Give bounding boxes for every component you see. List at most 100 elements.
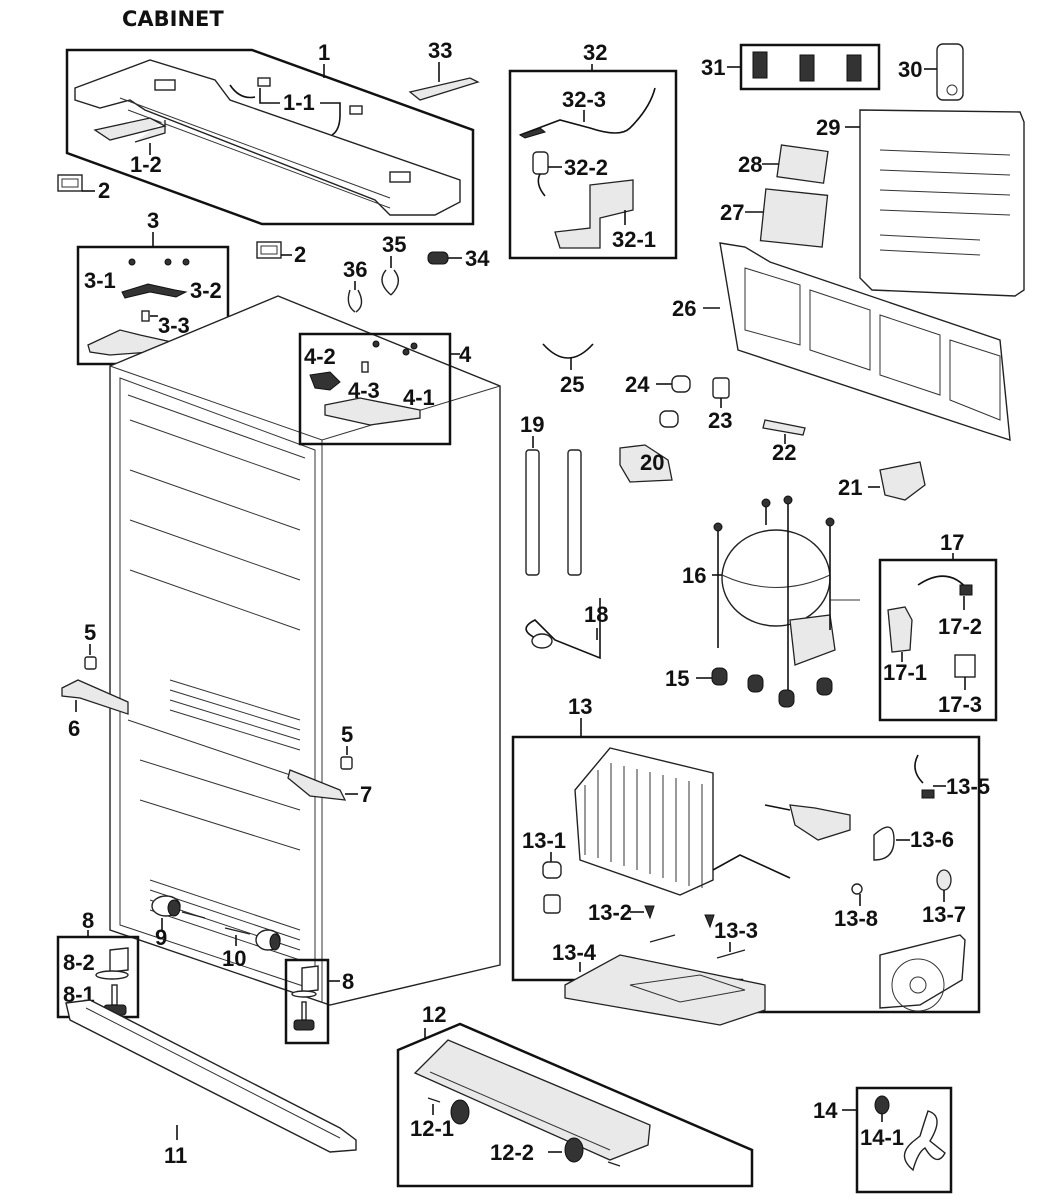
label-30: 30 [898,57,922,82]
part-1-top-cover-group: 1 1-1 1-2 [65,40,475,226]
label-4-1: 4-1 [403,385,435,410]
part-25-wire [542,343,594,359]
label-13-3: 13-3 [714,918,758,943]
part-17-box [878,558,998,722]
label-6: 6 [68,716,80,741]
cabinet-outer [109,295,501,1006]
part-13-2-screw [644,905,655,920]
part-8-leg-group-right: 8 [284,958,354,1045]
part-1-box [65,48,475,226]
label-34: 34 [465,246,490,271]
part-13-coil-fins [584,763,703,888]
label-24: 24 [625,372,650,397]
label-7: 7 [360,782,372,807]
label-13-7: 13-7 [922,902,966,927]
part-12-box [396,1022,754,1188]
part-24-bushing [671,375,691,393]
part-32-power-cord-group: 32 32-3 32-2 32-1 [508,40,678,260]
label-5-left: 5 [84,620,96,645]
part-4-box [298,332,452,446]
part-31-clip-2 [799,54,815,82]
label-13-1: 13-1 [522,828,566,853]
part-26-vents [744,267,1001,421]
diagram-title: CABINET [122,7,224,31]
label-9: 9 [155,925,167,950]
part-31-clip-3 [846,54,862,82]
part-13-fan-housing [879,934,966,1009]
label-19: 19 [520,412,544,437]
part-29-label-panel [859,109,1025,297]
part-22-bracket [762,419,806,436]
part-8-box-right [284,958,330,1045]
part-7-hinge [287,769,347,801]
part-36-clip [347,289,363,313]
label-12: 12 [422,1002,446,1027]
part-4-3-block [361,361,369,373]
part-32-box [508,69,678,260]
fridge-floor [169,679,301,751]
parts-27-28-group: 28 27 [720,144,829,248]
part-1-2-bracket [93,117,167,143]
label-31: 31 [701,55,725,80]
part-13-8-clip [851,883,863,895]
part-10-pin [224,927,251,935]
label-17-1: 17-1 [883,660,927,685]
part-31-group: 31 [701,43,881,91]
part-18-group: 18 [525,598,608,660]
part-5-right-cap [340,756,353,770]
part-31-clip-1 [752,51,768,79]
label-3: 3 [147,208,159,233]
part-13-4-drain-pan [564,954,766,1026]
part-27-pcb [759,188,829,248]
part-32-2-capacitor [532,151,549,175]
part-15-grommet [711,667,728,686]
part-3-3-block [141,310,150,322]
label-35: 35 [382,232,406,257]
part-35-clip [381,269,399,296]
label-2-right: 2 [294,242,306,267]
part-6-hinge [61,679,129,715]
label-21: 21 [838,475,862,500]
top-cover-shape [74,59,461,216]
part-32-3-cord [519,87,656,136]
label-2-left: 2 [98,178,110,203]
label-22: 22 [772,440,796,465]
label-20: 20 [640,450,664,475]
label-14: 14 [813,1098,838,1123]
part-33-shape [408,77,480,101]
label-33: 33 [428,38,452,63]
part-33-group: 33 [408,38,480,101]
part-4-hinge-group: 4 4-2 4-3 4-1 [298,332,472,446]
part-19-tube-2 [567,449,582,576]
part-13-evaporator-group: 13 13-1 13-2 13-3 13-4 13-5 13-6 13-8 [511,694,990,1026]
parts-5-6-7-group: 5 6 5 7 [61,620,372,807]
label-17-2: 17-2 [938,614,982,639]
label-28: 28 [738,152,762,177]
part-12-roller-1 [450,1099,470,1125]
label-1-2: 1-2 [130,152,162,177]
label-13-6: 13-6 [910,827,954,852]
compressor-group: 16 15 [665,495,860,708]
label-32: 32 [583,40,607,65]
part-17-3-overload [954,654,976,678]
label-14-1: 14-1 [860,1125,904,1150]
part-8-2-bracket [109,947,129,973]
label-25: 25 [560,372,584,397]
part-17-1-relay [887,606,913,653]
label-32-3: 32-3 [562,87,606,112]
label-17-3: 17-3 [938,692,982,717]
label-32-2: 32-2 [564,155,608,180]
label-27: 27 [720,200,744,225]
part-17-relay-group: 17 17-2 17-1 17-3 [878,530,998,722]
label-11: 11 [164,1143,187,1168]
part-14-box [855,1086,953,1194]
label-15: 15 [665,666,689,691]
part-4-2-hinge [309,371,341,391]
label-12-2: 12-2 [490,1140,534,1165]
label-16: 16 [682,563,706,588]
label-8-right: 8 [342,969,354,994]
part-11-base-rail [65,999,357,1153]
label-13-2: 13-2 [588,900,632,925]
label-13-8: 13-8 [834,906,878,931]
